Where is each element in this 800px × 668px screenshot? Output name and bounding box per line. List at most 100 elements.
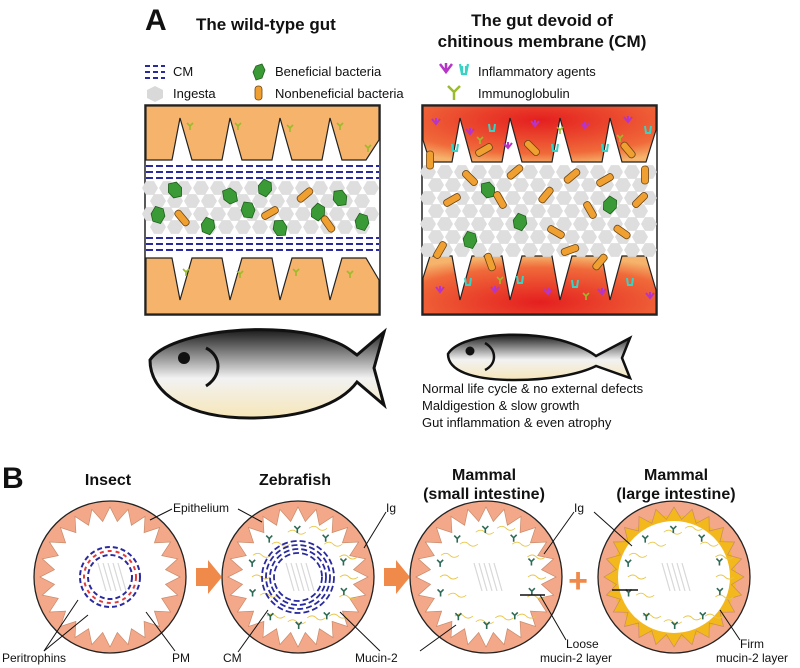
ingesta-particle: [522, 191, 538, 205]
inflammatory-agent: [451, 143, 459, 152]
ingesta-particle: [142, 181, 158, 195]
nonbeneficial-bacterium: [443, 193, 461, 207]
outcome-1: Normal life cycle & no external defects: [422, 381, 644, 396]
ingesta-particle: [193, 207, 209, 221]
mucin-strand: [715, 574, 735, 580]
inflammatory-agent: [465, 128, 475, 136]
nonbeneficial-bacterium: [613, 224, 631, 240]
immunoglobulin: [699, 611, 707, 620]
ingesta-particle: [479, 204, 495, 218]
label-ig-mammal: Ig: [574, 501, 584, 515]
mucin-strand: [440, 552, 460, 558]
pm-layer-inner: [87, 554, 133, 600]
ingesta-particle: [513, 178, 529, 192]
immunoglobulin: [236, 270, 244, 278]
inflammatory-agent: [551, 143, 559, 152]
immunoglobulin: [182, 268, 190, 276]
ingesta-particle: [210, 181, 226, 195]
pm-peritrophins: [83, 550, 137, 604]
legend-immunoglobulin-label: Immunoglobulin: [478, 86, 570, 101]
mucin2-leader: [339, 611, 381, 652]
label-epithelium: Epithelium: [173, 501, 229, 515]
ingesta-particle: [201, 194, 217, 208]
mucin-strand: [459, 541, 479, 547]
lumen-content: [117, 562, 127, 592]
nonbeneficial-legend-icon: [254, 85, 263, 101]
ingesta-particle: [505, 191, 521, 205]
immunoglobulin: [265, 535, 273, 543]
label-loose-1: Loose: [566, 637, 599, 651]
immunoglobulin-legend-icon: [447, 85, 461, 100]
mucin-strand: [699, 541, 719, 547]
immunoglobulin: [186, 122, 194, 130]
ig-leader-1: [363, 511, 387, 549]
ingesta-particle: [496, 230, 512, 244]
wild-type-fish: [148, 327, 387, 420]
lumen-content: [483, 562, 493, 592]
ingesta-particle: [167, 220, 183, 234]
mucin-strand: [635, 592, 655, 598]
pm-leader: [145, 611, 176, 652]
mucin-strand: [527, 554, 546, 560]
inflammatory-agent: [488, 123, 496, 132]
label-firm-2: mucin-2 layer: [716, 651, 788, 665]
lumen-content: [488, 562, 498, 592]
immunoglobulin: [481, 525, 489, 534]
epithelium-leader-2: [237, 508, 263, 523]
ingesta-particle: [530, 178, 546, 192]
mucin-strand: [323, 541, 343, 547]
inflammatory-agent: [580, 122, 590, 130]
immunoglobulin: [339, 557, 348, 566]
lumen-content: [290, 562, 300, 592]
mucin-strand: [307, 615, 326, 621]
mucin-strand: [447, 592, 467, 598]
lumen-content: [681, 562, 691, 592]
immunoglobulin: [322, 534, 330, 542]
mucin2-leader-2: [419, 624, 457, 652]
ingesta-particle: [505, 243, 521, 257]
immunoglobulin: [716, 587, 724, 596]
ingesta-particle: [513, 230, 529, 244]
insect-title: Insect: [85, 472, 132, 489]
ingesta-particle: [556, 191, 572, 205]
ingesta-particle: [530, 204, 546, 218]
nonbeneficial-bacterium: [506, 164, 524, 180]
beneficial-bacterium: [332, 189, 348, 207]
label-ig-zebrafish: Ig: [386, 501, 396, 515]
nonbeneficial-bacterium: [596, 173, 614, 187]
ingesta-particle: [471, 165, 487, 179]
wt-immunoglobulins: [182, 122, 372, 278]
ingesta-particle: [547, 204, 563, 218]
immunoglobulin: [641, 535, 649, 543]
immunoglobulin: [582, 292, 590, 300]
inflammatory-agent: [571, 279, 579, 288]
mucin-strand: [339, 554, 358, 560]
immunoglobulin: [346, 270, 354, 278]
inflammatory-agent: [543, 288, 553, 296]
lumen-content: [107, 562, 117, 592]
mucin-strand: [684, 525, 704, 531]
immunoglobulin: [496, 276, 504, 284]
nonbeneficial-bacterium: [563, 168, 581, 184]
nonbeneficial-bacterium: [433, 241, 447, 259]
lumen-content: [661, 562, 671, 592]
ingesta-particle: [252, 220, 268, 234]
mucin-strand: [271, 541, 291, 547]
immunoglobulin: [266, 612, 274, 621]
lumen-content: [102, 562, 112, 592]
wt-bacteria: [150, 178, 370, 236]
ingesta-particle: [454, 217, 470, 231]
mucin-strand: [339, 574, 359, 580]
immunoglobulin: [476, 136, 484, 144]
inflammatory-agent: [645, 292, 655, 300]
arrow-zebrafish-to-mammal: [384, 560, 410, 594]
legend-beneficial-label: Beneficial bacteria: [275, 64, 382, 79]
lumen-content: [97, 562, 107, 592]
ingesta-particle: [522, 243, 538, 257]
ingesta-particle: [337, 220, 353, 234]
ingesta-particle: [437, 217, 453, 231]
label-cm: CM: [223, 651, 242, 665]
cm-layer: [269, 548, 327, 606]
cross-sections: [33, 500, 751, 654]
ingesta-particle: [615, 178, 631, 192]
